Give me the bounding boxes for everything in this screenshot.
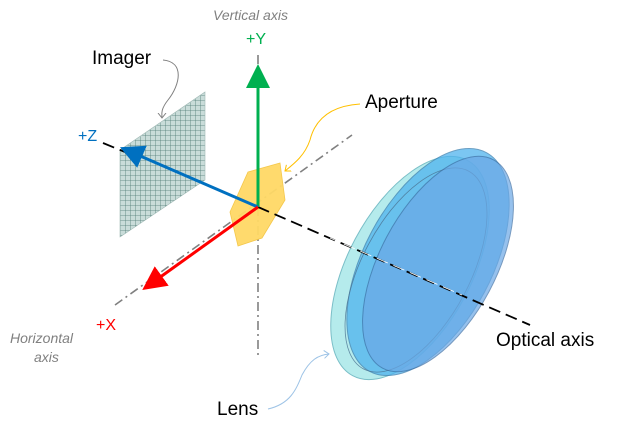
horizontal-axis-label-line1: Horizontal bbox=[10, 330, 74, 346]
optical-axis-label: Optical axis bbox=[496, 330, 594, 351]
horizontal-axis-label-line2: axis bbox=[34, 349, 59, 365]
optical-axis-highlight bbox=[329, 237, 463, 296]
vertical-axis-label: Vertical axis bbox=[213, 7, 288, 23]
plus-y-label: +Y bbox=[246, 31, 266, 48]
imager-label: Imager bbox=[92, 48, 152, 69]
optical-axis-back bbox=[102, 142, 126, 153]
aperture-leader bbox=[285, 103, 361, 171]
lens-label: Lens bbox=[217, 399, 258, 420]
aperture-label: Aperture bbox=[365, 92, 438, 113]
imager-leader bbox=[162, 59, 179, 118]
x-axis-arrow bbox=[142, 205, 259, 290]
plus-x-label: +X bbox=[96, 317, 116, 334]
lens bbox=[330, 147, 514, 381]
lens-leader bbox=[267, 354, 329, 410]
plus-z-label: +Z bbox=[78, 128, 97, 145]
z-axis-arrow bbox=[119, 145, 259, 209]
